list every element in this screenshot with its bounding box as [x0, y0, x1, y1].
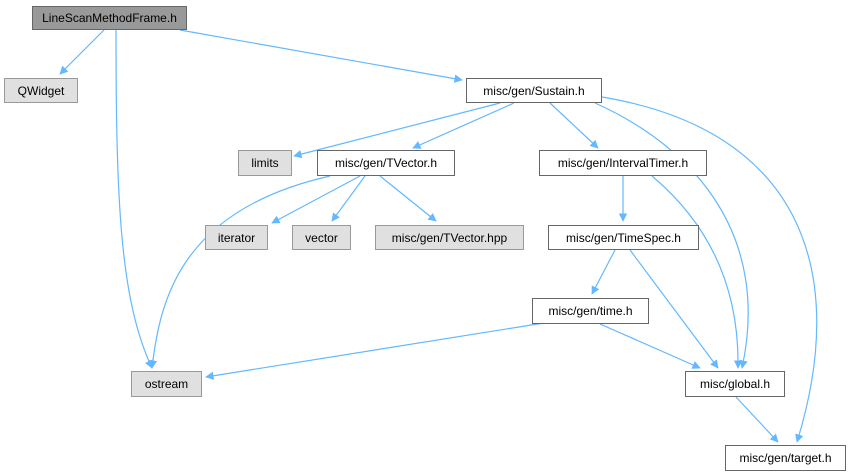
- edge-intervaltimer-to-global: [651, 175, 743, 369]
- node-iterator: iterator: [205, 225, 268, 250]
- edge-global-to-target: [735, 396, 779, 443]
- node-time-h[interactable]: misc/gen/time.h: [532, 298, 649, 324]
- edge-sustain-to-global: [594, 102, 749, 369]
- edge-timespec-to-time: [591, 249, 616, 295]
- edge-sustain-to-intervaltimer: [549, 102, 599, 149]
- node-limits: limits: [238, 150, 292, 176]
- node-linescanmethodframe-h: LineScanMethodFrame.h: [32, 6, 187, 30]
- edge-linescan-to-ostream: [115, 29, 153, 369]
- node-timespec-h[interactable]: misc/gen/TimeSpec.h: [548, 225, 699, 250]
- node-qwidget: QWidget: [4, 78, 78, 103]
- edge-sustain-to-tvector: [412, 102, 515, 149]
- edge-time-to-global: [599, 323, 701, 369]
- edge-linescan-to-sustain: [179, 29, 463, 83]
- edge-tvector-to-vector: [331, 175, 366, 222]
- node-intervaltimer-h[interactable]: misc/gen/IntervalTimer.h: [539, 150, 707, 176]
- edge-layer: [59, 29, 818, 443]
- edge-sustain-to-limits: [293, 102, 501, 159]
- edge-timespec-to-global: [629, 249, 719, 369]
- node-target-h[interactable]: misc/gen/target.h: [725, 445, 846, 471]
- node-sustain-h[interactable]: misc/gen/Sustain.h: [466, 78, 602, 103]
- node-tvector-hpp: misc/gen/TVector.hpp: [375, 225, 524, 250]
- edge-sustain-to-target: [601, 96, 818, 443]
- node-tvector-h[interactable]: misc/gen/TVector.h: [317, 150, 455, 176]
- edge-tvector-to-ostream: [148, 175, 331, 369]
- edge-tvector-to-tvectorhpp: [379, 175, 437, 222]
- node-global-h[interactable]: misc/global.h: [685, 371, 785, 397]
- edge-linescan-to-qwidget: [59, 29, 105, 75]
- edge-tvector-to-iterator: [271, 175, 361, 224]
- edge-time-to-ostream: [205, 321, 551, 380]
- node-ostream: ostream: [131, 371, 202, 397]
- node-vector: vector: [292, 225, 351, 250]
